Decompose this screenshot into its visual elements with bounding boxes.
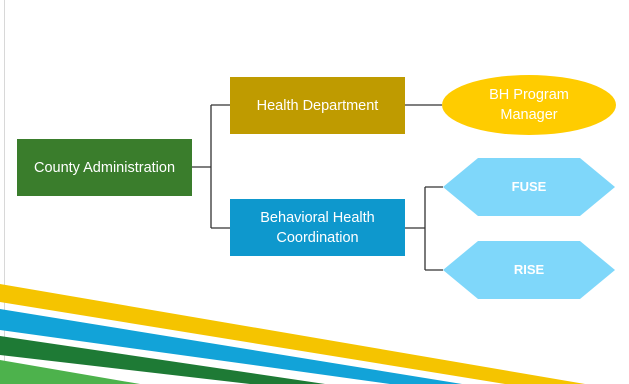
rise-diamond-shape bbox=[443, 241, 615, 299]
county-administration-box: County Administration bbox=[17, 139, 192, 196]
bh-program-manager-ellipse: BH Program Manager bbox=[442, 75, 616, 135]
rise-label: RISE bbox=[513, 262, 545, 277]
fuse-label: FUSE bbox=[511, 179, 547, 194]
stripe-yellow bbox=[0, 284, 585, 384]
stripe-blue bbox=[0, 309, 462, 384]
behavioral-health-coordination-label: Behavioral Health Coordination bbox=[260, 209, 375, 246]
left-edge-rule bbox=[4, 0, 5, 384]
health-department-label: Health Department bbox=[256, 97, 379, 114]
bh-program-manager-label: BH Program Manager bbox=[489, 87, 569, 123]
health-department-box: Health Department bbox=[230, 77, 405, 134]
stripe-dark-green bbox=[0, 336, 325, 384]
fuse-diamond-shape bbox=[443, 158, 615, 216]
behavioral-health-coordination-box: Behavioral Health Coordination bbox=[230, 199, 405, 256]
county-administration-label: County Administration bbox=[33, 159, 176, 176]
stripe-light-green bbox=[0, 360, 140, 384]
